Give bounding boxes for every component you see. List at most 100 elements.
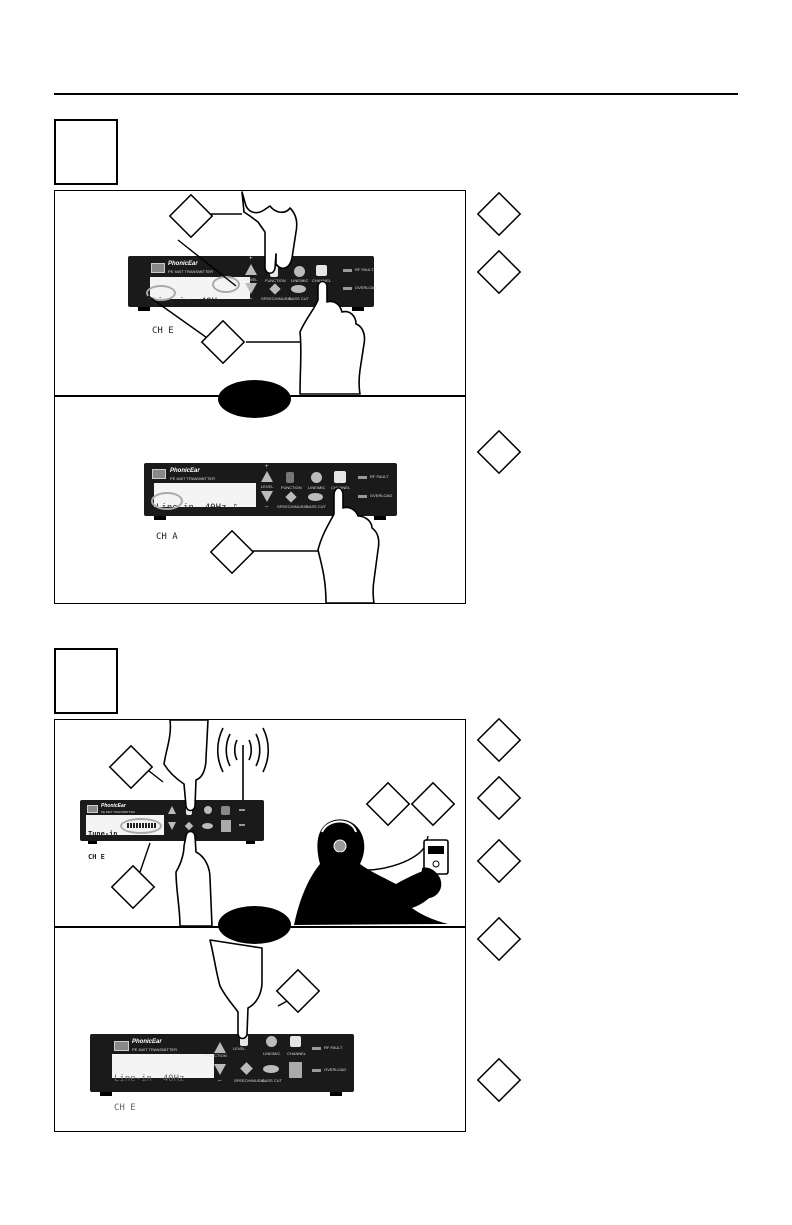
model-label: PE 840T TRANSMITTER bbox=[132, 1047, 177, 1052]
bass-cut-button[interactable] bbox=[308, 493, 323, 501]
unit-foot bbox=[100, 1092, 112, 1096]
or-oval bbox=[218, 380, 291, 418]
minus-label: – bbox=[249, 296, 253, 302]
unit-foot bbox=[154, 516, 166, 520]
transmitter-unit-a2: PhonicEar PE 840T TRANSMITTER Line-in 40… bbox=[144, 463, 397, 542]
level-label: LEVEL bbox=[261, 484, 274, 489]
speech-music-label: SPEECH/MUSIC bbox=[277, 504, 308, 509]
channel-button[interactable] bbox=[316, 265, 327, 276]
channel-button[interactable] bbox=[334, 471, 346, 483]
rf-fault-label: RF FAULT bbox=[355, 267, 374, 272]
lcd-display: Line-in 40Hz CH E bbox=[112, 1054, 214, 1113]
level-down-button[interactable] bbox=[168, 822, 176, 830]
level-up-button[interactable] bbox=[261, 471, 273, 482]
step-diamond bbox=[476, 916, 522, 962]
level-down-button[interactable] bbox=[245, 283, 257, 294]
function-button[interactable] bbox=[240, 1035, 248, 1046]
bass-cut-button[interactable] bbox=[202, 823, 213, 829]
level-up-button[interactable] bbox=[168, 806, 176, 814]
transmitter-unit-b2: PhonicEar PE 840T TRANSMITTER Line-in 40… bbox=[90, 1034, 354, 1113]
rf-fault-led bbox=[358, 476, 367, 479]
channel-label: CHANNEL bbox=[312, 278, 332, 283]
plus-label: + bbox=[265, 464, 269, 470]
level-up-button[interactable] bbox=[214, 1042, 226, 1053]
overload-led bbox=[312, 1069, 321, 1072]
highlight-ring bbox=[151, 492, 183, 510]
function-button[interactable] bbox=[186, 806, 192, 815]
brand-label: PhonicEar bbox=[101, 803, 126, 809]
lcd-line-1: Line-in 40Hz bbox=[114, 1073, 185, 1084]
brand-label: PhonicEar bbox=[132, 1039, 162, 1045]
highlight-ring bbox=[120, 818, 162, 834]
channel-panel bbox=[289, 1062, 302, 1078]
unit-foot bbox=[246, 841, 255, 844]
rf-fault-led bbox=[343, 269, 352, 272]
overload-led bbox=[239, 824, 245, 826]
function-button[interactable] bbox=[270, 266, 278, 277]
rf-fault-led bbox=[239, 809, 245, 811]
line-mic-button[interactable] bbox=[266, 1036, 277, 1047]
bass-cut-label: BASS CUT bbox=[262, 1078, 283, 1083]
channel-button[interactable] bbox=[221, 806, 230, 815]
brand-logo bbox=[152, 469, 166, 479]
unit-foot bbox=[330, 1092, 342, 1096]
transmitter-unit-b1: PhonicEar PE 840T TRANSMITTER Tune-in CH… bbox=[80, 800, 264, 861]
step-diamond bbox=[476, 1057, 522, 1103]
channel-label: CHANNEL bbox=[287, 1051, 307, 1056]
overload-label: OVERLOAD bbox=[355, 285, 378, 290]
function-label: FUNCTION bbox=[206, 1053, 227, 1058]
minus-label: – bbox=[265, 504, 269, 510]
line-mic-label: LINE/MIC bbox=[308, 485, 326, 490]
step-diamond bbox=[476, 775, 522, 821]
line-mic-label: LINE/MIC bbox=[291, 278, 309, 283]
lcd-line-2: CH E bbox=[114, 1103, 136, 1114]
speech-music-label: SPEECH/MUSIC bbox=[261, 296, 292, 301]
brand-label: PhonicEar bbox=[168, 261, 198, 267]
step-number-box-top bbox=[54, 119, 118, 185]
overload-label: OVERLOAD bbox=[324, 1067, 347, 1072]
lcd-line-2: CH A bbox=[156, 532, 178, 543]
line-mic-button[interactable] bbox=[204, 806, 212, 814]
rf-fault-led bbox=[312, 1047, 321, 1050]
bass-cut-label: BASS CUT bbox=[289, 296, 310, 301]
or-oval bbox=[218, 906, 291, 944]
brand-logo bbox=[114, 1041, 129, 1051]
highlight-ring bbox=[212, 276, 240, 293]
level-down-button[interactable] bbox=[214, 1064, 226, 1075]
channel-panel bbox=[221, 820, 231, 832]
overload-led bbox=[343, 287, 352, 290]
speech-music-label: SPEECH/MUSIC bbox=[234, 1078, 265, 1083]
model-label: PE 840T TRANSMITTER bbox=[170, 476, 215, 481]
model-label: PE 840T TRANSMITTER bbox=[101, 810, 135, 814]
plus-label: + bbox=[249, 256, 253, 262]
overload-label: OVERLOAD bbox=[370, 493, 393, 498]
header-rule bbox=[54, 93, 738, 95]
step-diamond bbox=[476, 717, 522, 763]
line-mic-label: LINE/MIC bbox=[263, 1051, 281, 1056]
rf-fault-label: RF FAULT bbox=[370, 474, 389, 479]
channel-label: CHANNEL bbox=[331, 485, 351, 490]
lcd-line-2: CH E bbox=[88, 853, 105, 862]
minus-label: – bbox=[218, 1078, 222, 1084]
brand-logo bbox=[151, 263, 165, 273]
level-label: LEVEL bbox=[245, 277, 258, 282]
function-button[interactable] bbox=[286, 472, 294, 483]
step-diamond bbox=[476, 429, 522, 475]
step-diamond bbox=[476, 838, 522, 884]
overload-led bbox=[358, 495, 367, 498]
line-mic-button[interactable] bbox=[311, 472, 322, 483]
function-label: FUNCTION bbox=[281, 485, 302, 490]
bass-cut-button[interactable] bbox=[263, 1065, 279, 1073]
step-diamond bbox=[476, 191, 522, 237]
model-label: PE 840T TRANSMITTER bbox=[168, 269, 213, 274]
level-down-button[interactable] bbox=[261, 491, 273, 502]
brand-logo bbox=[87, 805, 98, 813]
level-up-button[interactable] bbox=[245, 264, 257, 275]
bass-cut-button[interactable] bbox=[291, 285, 306, 293]
line-mic-button[interactable] bbox=[294, 266, 305, 277]
function-label: FUNCTION bbox=[265, 278, 286, 283]
step-diamond bbox=[476, 249, 522, 295]
channel-button[interactable] bbox=[290, 1036, 301, 1047]
level-label: LEVEL bbox=[233, 1046, 246, 1051]
brand-label: PhonicEar bbox=[170, 468, 200, 474]
